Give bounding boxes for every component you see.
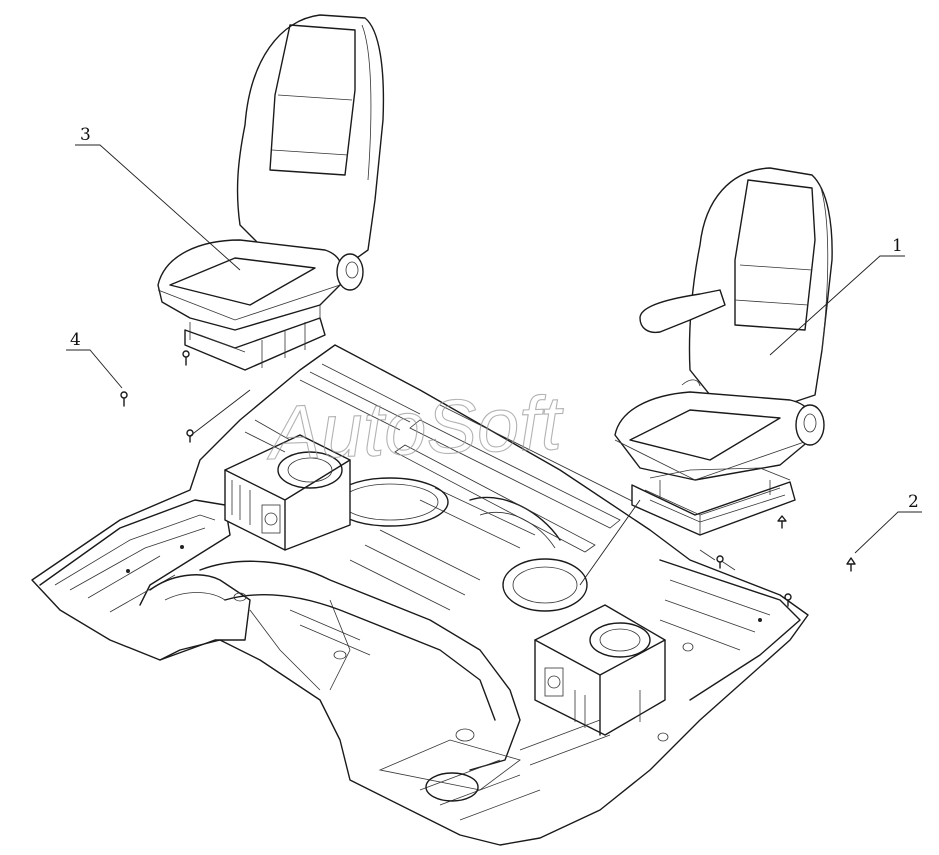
callout-4: 4 [66,330,123,389]
bolt-part-2 [846,557,856,572]
leader-seat-mount-left [189,389,251,437]
seat-3-passenger [157,14,385,371]
cab-floor-panel [31,344,809,846]
callout-number-1: 1 [892,236,903,256]
callout-number-3: 3 [80,125,91,145]
callout-2: 2 [854,492,922,554]
callout-number-2: 2 [908,492,919,512]
seat-1-driver [614,167,833,536]
leader-seat-mount-right [579,499,641,586]
callout-1: 1 [769,236,905,356]
watermark-text: AutoSoft [265,381,566,476]
callout-3: 3 [75,125,241,271]
bolt-center-1 [716,555,724,569]
callout-number-4: 4 [70,330,81,350]
bolt-center-2 [784,593,792,607]
bolt-part-4 [120,391,128,407]
